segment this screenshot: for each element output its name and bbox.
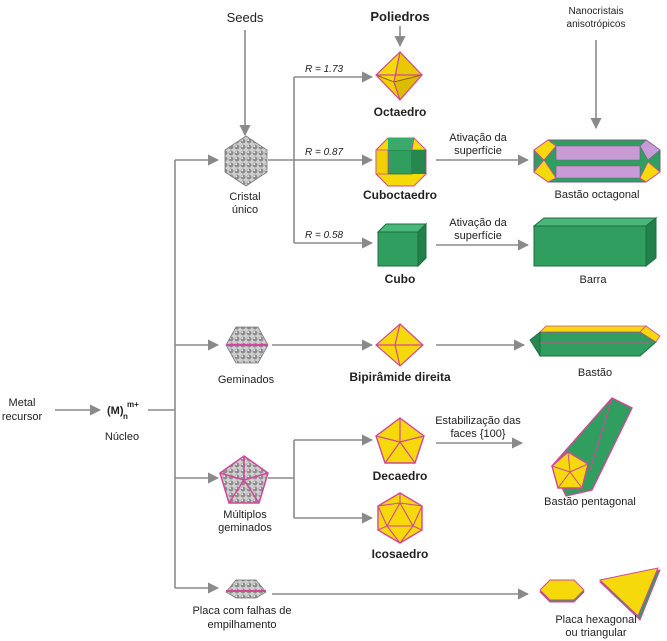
cube-label: Cubo: [385, 272, 416, 286]
octagonal-rod-shape: [533, 139, 661, 183]
nucleus-label: Núcleo: [105, 431, 139, 443]
stabilization-label-line2: faces {100}: [450, 428, 505, 440]
precursor-label-line2: recursor: [2, 411, 43, 423]
activation-label-2-line2: superfície: [454, 230, 502, 242]
single-crystal-label-line1: Cristal: [229, 191, 260, 203]
single-crystal-seed: [224, 135, 268, 187]
nucleus-formula-sup: m+: [127, 400, 139, 409]
plate-products-label-line1: Placa hexagonal: [555, 614, 636, 626]
twinned-label: Geminados: [218, 374, 275, 386]
activation-label-2-line1: Ativação da: [449, 217, 507, 229]
plate-seed: [225, 579, 267, 599]
multi-twinned-label-line2: geminados: [218, 522, 272, 534]
triangular-plate-shape: [598, 567, 661, 621]
bar-shape: [532, 216, 658, 268]
stabilization-label-line1: Estabilização das: [435, 415, 521, 427]
nanocrystals-header-line1: Nanocristais: [568, 6, 623, 17]
decahedron-label: Decaedro: [373, 469, 428, 483]
nanocrystals-header-line2: anisotrópicos: [567, 19, 626, 30]
activation-label-1-line2: superfície: [454, 145, 502, 157]
bipyramid-shape: [375, 323, 424, 367]
nucleus-formula-main: (M): [107, 405, 124, 417]
nucleus-formula: (M) m+ n: [107, 400, 139, 421]
activation-label-1-line1: Ativação da: [449, 132, 507, 144]
bar-label: Barra: [580, 274, 608, 286]
octahedron-label: Octaedro: [374, 105, 427, 119]
hexagonal-plate-shape: [539, 579, 585, 603]
icosahedron-shape: [377, 492, 423, 544]
single-crystal-label-line2: único: [232, 204, 258, 216]
plate-seed-label-line2: empilhamento: [207, 619, 276, 631]
connector-lines: [55, 26, 602, 600]
octagonal-rod-label: Bastão octagonal: [554, 189, 639, 201]
octahedron-shape: [375, 50, 424, 101]
precursor-label-line1: Metal: [9, 397, 36, 409]
multi-twinned-seed: [219, 455, 269, 504]
plate-seed-label-line1: Placa com falhas de: [192, 605, 291, 617]
twinned-seed: [225, 326, 269, 364]
polyhedra-header: Poliedros: [370, 9, 429, 24]
nucleus-formula-sub: n: [123, 412, 128, 421]
icosahedron-label: Icosaedro: [372, 547, 429, 561]
pentagonal-rod-label: Bastão pentagonal: [544, 496, 636, 508]
decahedron-shape: [375, 417, 425, 464]
ratio-cuboctahedron: R = 0.87: [305, 147, 344, 158]
cuboctahedron-shape: [375, 137, 427, 187]
rod-shape: [529, 325, 661, 358]
seeds-header: Seeds: [227, 10, 264, 25]
cuboctahedron-label: Cuboctaedro: [363, 188, 437, 202]
multi-twinned-label-line1: Múltiplos: [223, 509, 267, 521]
ratio-octahedron: R = 1.73: [305, 64, 344, 75]
plate-products-label-line2: ou triangular: [565, 627, 626, 639]
ratio-cube: R = 0.58: [305, 230, 344, 241]
bipyramid-label: Bipirâmide direita: [349, 370, 451, 384]
pentagonal-rod-shape: [551, 397, 633, 497]
cube-shape: [376, 222, 428, 268]
rod-label: Bastão: [578, 367, 612, 379]
